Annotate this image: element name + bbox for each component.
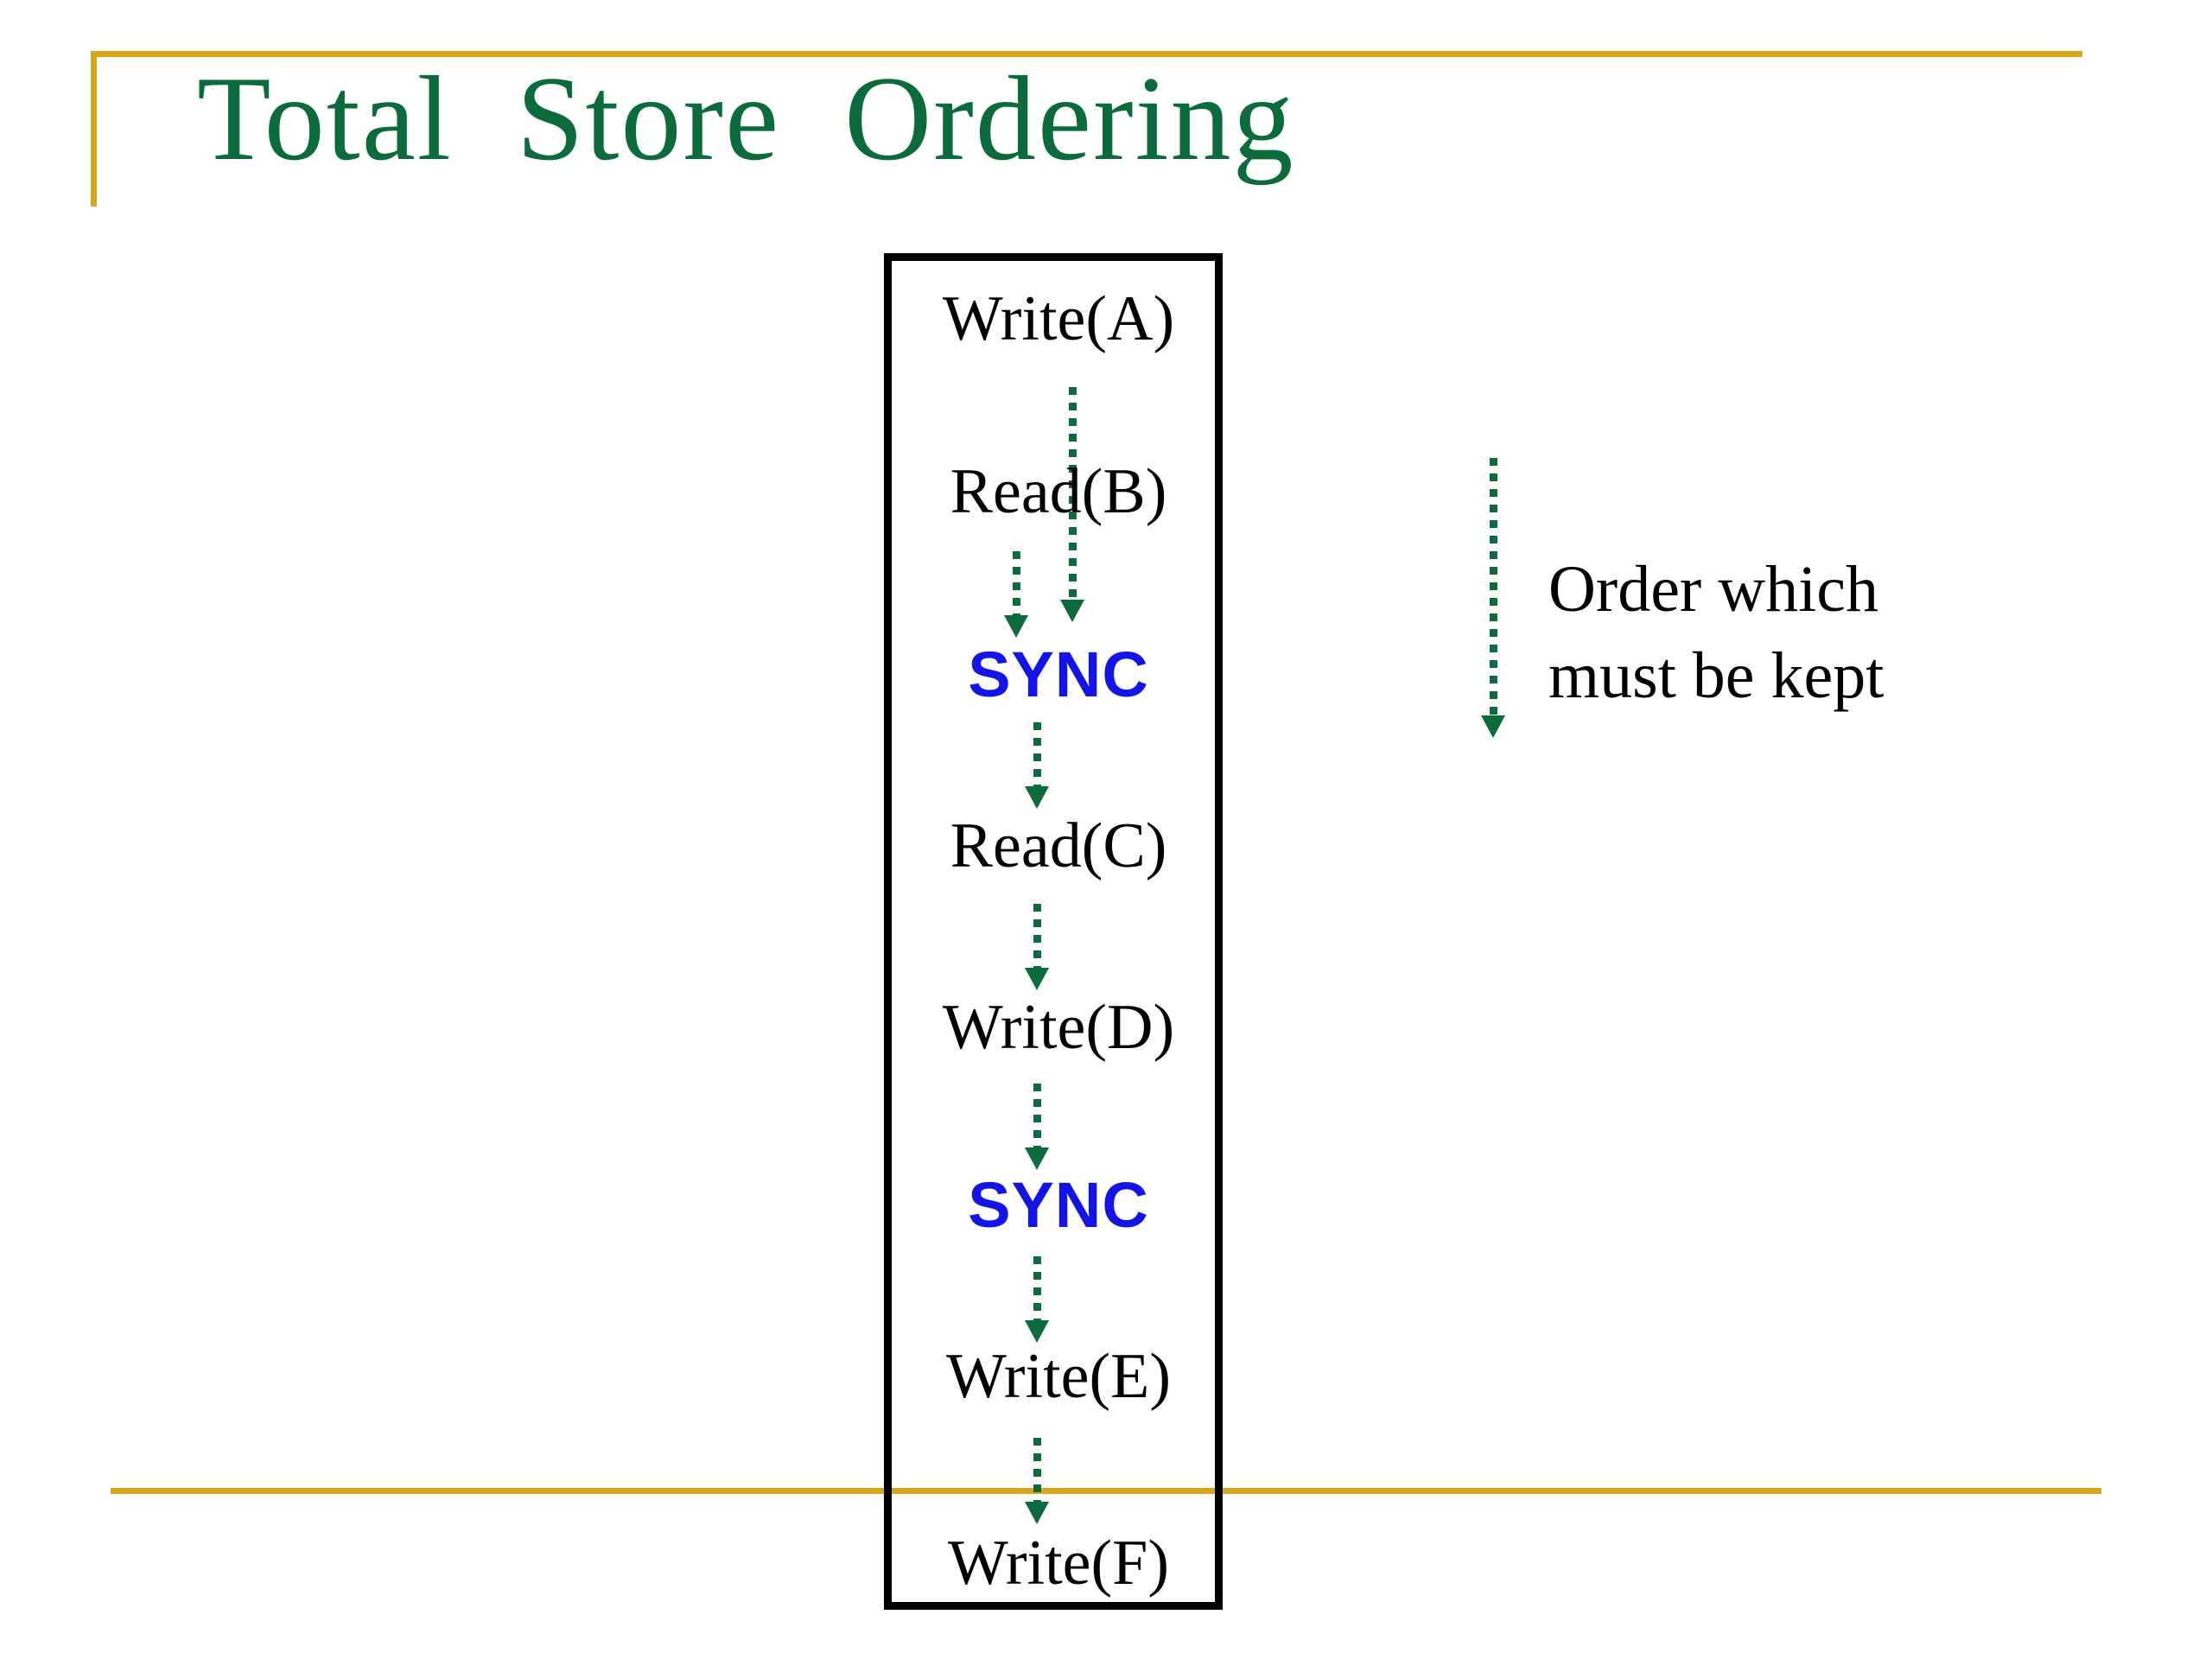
operation-write-a: Write(A) [942, 283, 1175, 354]
operation-sync-1: SYNC [968, 639, 1149, 710]
program-order-box [884, 253, 1223, 1610]
arrow-head-icon [1025, 1320, 1049, 1343]
operation-write-f: Write(F) [948, 1528, 1169, 1599]
arrow-shaft [1069, 387, 1077, 601]
arrow-head-icon [1025, 786, 1049, 809]
operation-read-b: Read(B) [950, 456, 1167, 527]
header-rule-left [91, 51, 97, 207]
operation-write-e: Write(E) [946, 1341, 1171, 1412]
arrow-shaft [1033, 1438, 1041, 1503]
header-rule-top [91, 51, 2082, 57]
operation-write-d: Write(D) [942, 992, 1175, 1063]
arrow-shaft [1033, 722, 1041, 788]
arrow-head-icon [1060, 600, 1084, 622]
arrow-shaft [1033, 1084, 1041, 1149]
arrow-head-icon [1025, 1147, 1049, 1170]
page-title: Total Store Ordering [197, 52, 1295, 186]
legend-caption: Order which must be kept [1548, 553, 1885, 713]
arrow-head-icon [1025, 968, 1049, 990]
operation-sync-2: SYNC [968, 1169, 1149, 1241]
footer-rule-bottom [111, 1488, 2101, 1494]
arrow-head-icon [1025, 1502, 1049, 1524]
arrow-shaft [1033, 904, 1041, 969]
arrow-shaft [1033, 1256, 1041, 1322]
arrow-shaft [1490, 458, 1497, 717]
arrow-head-icon [1481, 715, 1505, 738]
operation-read-c: Read(C) [950, 810, 1167, 881]
arrow-head-icon [1004, 615, 1028, 638]
arrow-shaft [1013, 551, 1020, 617]
